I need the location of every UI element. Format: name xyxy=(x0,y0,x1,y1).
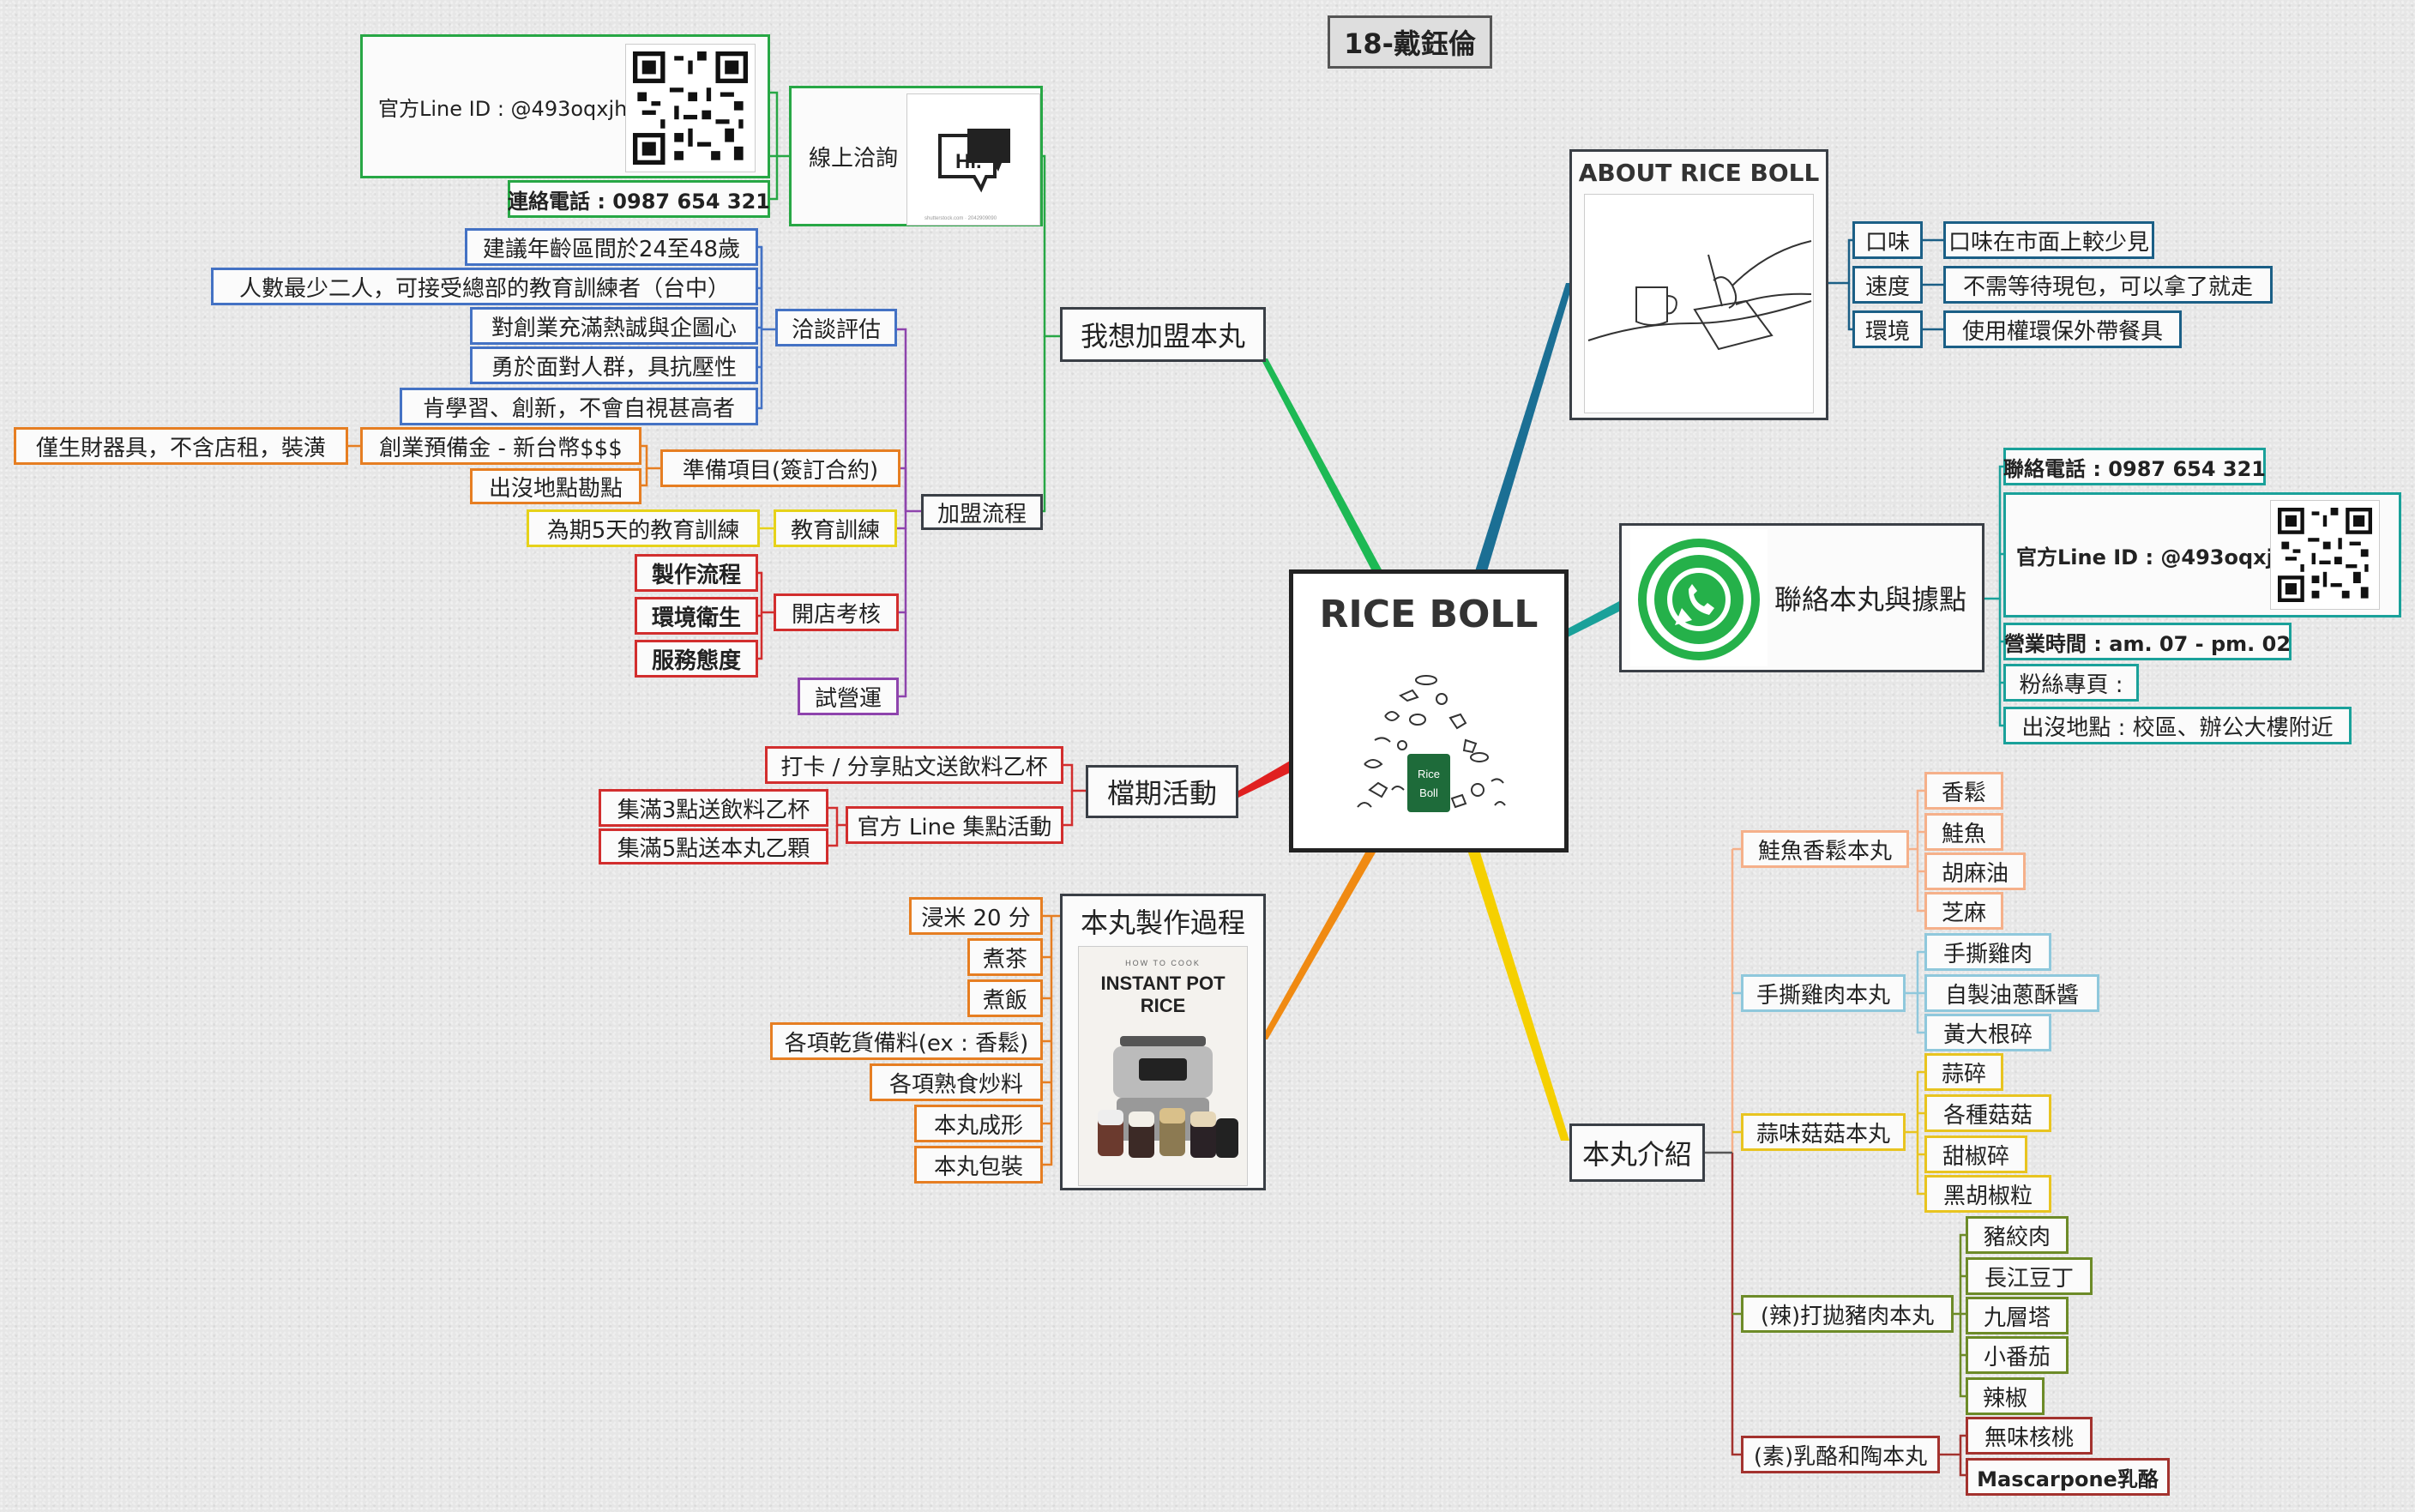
rice-ball-logo: Rice Boll xyxy=(1357,675,1506,812)
product-2-item-3[interactable]: 黑胡椒粒 xyxy=(1924,1175,2051,1213)
opening-label[interactable]: 開店考核 xyxy=(774,593,899,631)
product-4-item-1[interactable]: Mascarpone乳酪 xyxy=(1966,1458,2170,1496)
logo-text-boll: Boll xyxy=(1419,786,1438,799)
qr-code-join xyxy=(625,44,756,172)
contact-hours[interactable]: 營業時間 : am. 07 - pm. 02 xyxy=(2003,623,2292,660)
hi-chat-image: Hi. shutterstock.com · 2042909090 xyxy=(906,93,1040,226)
product-3[interactable]: (辣)打拋豬肉本丸 xyxy=(1741,1295,1954,1333)
product-4[interactable]: (素)乳酪和陶本丸 xyxy=(1741,1436,1940,1473)
product-0-item-1[interactable]: 鮭魚 xyxy=(1924,813,2003,851)
book-title-2: RICE xyxy=(1141,995,1186,1016)
training-detail[interactable]: 為期5天的教育訓練 xyxy=(527,509,760,547)
branch-join xyxy=(1261,358,1382,571)
contact-phone[interactable]: 聯絡電話 : 0987 654 321 xyxy=(2003,448,2266,485)
contact-line-id: 官方Line ID : @493oqxjh xyxy=(2016,545,2288,569)
product-1-item-1[interactable]: 自製油蔥酥醬 xyxy=(1924,974,2099,1012)
prep-fund-note[interactable]: 僅生財器具，不含店租，裝潢 xyxy=(14,427,348,465)
product-3-item-4[interactable]: 辣椒 xyxy=(1966,1377,2045,1415)
page-title: 18-戴鈺倫 xyxy=(1328,15,1492,69)
qr-code-contact xyxy=(2270,500,2380,610)
product-2-item-2[interactable]: 甜椒碎 xyxy=(1924,1136,2027,1173)
product-1-item-0[interactable]: 手撕雞肉 xyxy=(1924,933,2051,971)
product-2-item-0[interactable]: 蒜碎 xyxy=(1924,1053,2003,1091)
logo-text-rice: Rice xyxy=(1418,768,1440,780)
about-value-1[interactable]: 不需等待現包，可以拿了就走 xyxy=(1943,266,2273,304)
about-label: ABOUT RICE BOLL xyxy=(1578,159,1820,187)
event-checkin[interactable]: 打卡 / 分享貼文送飲料乙杯 xyxy=(765,746,1063,784)
branch-intro xyxy=(1468,852,1569,1141)
online-inquiry-box[interactable]: 線上洽詢 Hi. shutterstock.com · 2042909090 xyxy=(789,86,1043,226)
branch-about xyxy=(1475,283,1573,571)
making-step-5[interactable]: 本丸成形 xyxy=(914,1105,1043,1142)
assessment-label[interactable]: 洽談評估 xyxy=(775,309,897,346)
making-step-2[interactable]: 煮飯 xyxy=(967,979,1043,1017)
about-value-0[interactable]: 口味在市面上較少見 xyxy=(1943,221,2154,259)
branch-events-label[interactable]: 檔期活動 xyxy=(1086,765,1238,818)
about-key-0[interactable]: 口味 xyxy=(1852,221,1923,259)
branch-contact xyxy=(1566,600,1621,638)
opening-item-2[interactable]: 服務態度 xyxy=(635,640,758,678)
branch-intro-label[interactable]: 本丸介紹 xyxy=(1569,1123,1705,1182)
contact-location[interactable]: 出沒地點 : 校區、辦公大樓附近 xyxy=(2003,707,2352,744)
contact-box[interactable]: 聯絡本丸與據點 xyxy=(1619,523,1984,672)
hi-image-caption: shutterstock.com · 2042909090 xyxy=(924,216,997,221)
branch-join-label[interactable]: 我想加盟本丸 xyxy=(1060,307,1266,362)
branch-making xyxy=(1261,852,1376,1039)
contact-label: 聯絡本丸與據點 xyxy=(1774,583,1967,616)
making-box[interactable]: 本丸製作過程 HOW TO COOK INSTANT POT RICE xyxy=(1060,894,1266,1190)
assessment-item-1[interactable]: 人數最少二人，可接受總部的教育訓練者（台中） xyxy=(211,268,758,305)
product-0-item-3[interactable]: 芝麻 xyxy=(1924,892,2003,930)
opening-item-0[interactable]: 製作流程 xyxy=(635,554,758,592)
making-step-4[interactable]: 各項熟食炒料 xyxy=(870,1063,1043,1101)
whatsapp-image xyxy=(1630,529,1768,666)
product-2[interactable]: 蒜味菇菇本丸 xyxy=(1741,1113,1906,1151)
process-label[interactable]: 加盟流程 xyxy=(921,494,1043,530)
assessment-item-4[interactable]: 肯學習、創新，不會自視甚高者 xyxy=(400,388,758,425)
about-key-2[interactable]: 環境 xyxy=(1852,310,1923,348)
prep-site[interactable]: 出沒地點勘點 xyxy=(470,468,641,504)
product-3-item-2[interactable]: 九層塔 xyxy=(1966,1297,2069,1334)
book-title-1: INSTANT POT xyxy=(1100,973,1226,994)
product-0-item-2[interactable]: 胡麻油 xyxy=(1924,852,2026,890)
product-3-item-1[interactable]: 長江豆丁 xyxy=(1966,1257,2093,1295)
opening-item-1[interactable]: 環境衛生 xyxy=(635,597,758,635)
product-3-item-3[interactable]: 小番茄 xyxy=(1966,1336,2069,1374)
event-points-item-0[interactable]: 集滿3點送飲料乙杯 xyxy=(599,789,828,827)
prep-label[interactable]: 準備項目(簽訂合約) xyxy=(660,449,900,487)
training-label[interactable]: 教育訓練 xyxy=(774,509,897,547)
making-step-6[interactable]: 本丸包裝 xyxy=(914,1146,1043,1184)
writing-sketch-image xyxy=(1584,194,1814,413)
product-0-item-0[interactable]: 香鬆 xyxy=(1924,772,2003,810)
product-3-item-0[interactable]: 豬絞肉 xyxy=(1966,1216,2069,1254)
making-step-3[interactable]: 各項乾貨備料(ex : 香鬆) xyxy=(770,1022,1043,1060)
making-label: 本丸製作過程 xyxy=(1080,907,1245,939)
event-points-label[interactable]: 官方 Line 集點活動 xyxy=(846,806,1063,844)
instant-pot-book-image: HOW TO COOK INSTANT POT RICE xyxy=(1078,946,1248,1186)
making-step-0[interactable]: 浸米 20 分 xyxy=(909,897,1043,935)
assessment-item-2[interactable]: 對創業充滿熱誠與企圖心 xyxy=(470,307,758,345)
trial-run[interactable]: 試營運 xyxy=(798,678,899,715)
line-id-text: 官方Line ID : @493oqxjh xyxy=(378,96,628,121)
product-4-item-0[interactable]: 無味核桃 xyxy=(1966,1417,2093,1455)
central-topic[interactable]: RICE BOLL Rice Boll xyxy=(1289,569,1569,852)
hi-text: Hi. xyxy=(955,150,982,173)
about-value-2[interactable]: 使用權環保外帶餐具 xyxy=(1943,310,2182,348)
join-phone[interactable]: 連絡電話 : 0987 654 321 xyxy=(508,180,770,218)
about-key-1[interactable]: 速度 xyxy=(1852,266,1923,304)
event-points-item-1[interactable]: 集滿5點送本丸乙顆 xyxy=(599,828,828,864)
book-small-text: HOW TO COOK xyxy=(1125,959,1201,967)
branch-events xyxy=(1238,760,1292,798)
product-2-item-1[interactable]: 各種菇菇 xyxy=(1924,1094,2051,1132)
assessment-item-0[interactable]: 建議年齡區間於24至48歲 xyxy=(465,228,758,266)
assessment-item-3[interactable]: 勇於面對人群，具抗壓性 xyxy=(470,346,758,384)
product-1[interactable]: 手撕雞肉本丸 xyxy=(1741,974,1906,1012)
about-box[interactable]: ABOUT RICE BOLL xyxy=(1569,149,1828,420)
making-step-1[interactable]: 煮茶 xyxy=(967,938,1043,976)
product-0[interactable]: 鮭魚香鬆本丸 xyxy=(1741,830,1909,868)
online-inquiry-label: 線上洽詢 xyxy=(809,145,899,172)
central-topic-title: RICE BOLL xyxy=(1319,593,1539,636)
contact-fans[interactable]: 粉絲專頁 : xyxy=(2003,664,2139,702)
product-1-item-2[interactable]: 黃大根碎 xyxy=(1924,1014,2051,1051)
prep-fund[interactable]: 創業預備金 - 新台幣$$$ xyxy=(360,427,641,465)
